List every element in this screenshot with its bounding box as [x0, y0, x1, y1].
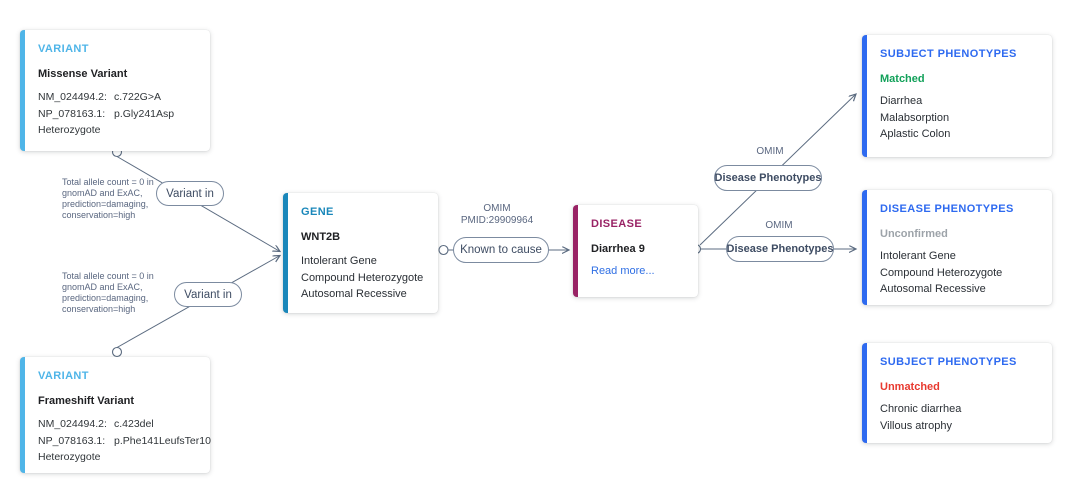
- zygosity-label: Heterozygote: [38, 451, 101, 463]
- protein-change: p.Gly241Asp: [114, 107, 175, 120]
- cdna-change: c.722G>A: [114, 91, 161, 103]
- node-subject-phenotypes-matched[interactable]: SUBJECT PHENOTYPES Matched Diarrhea Mala…: [862, 35, 1052, 157]
- phenotype-item: Aplastic Colon: [880, 128, 951, 140]
- match-status-badge: Unconfirmed: [880, 228, 948, 240]
- edge-annotation-bottom: Total allele count = 0 in gnomAD and ExA…: [62, 271, 154, 314]
- gene-tag: Autosomal Recessive: [301, 288, 407, 300]
- node-variant-frameshift[interactable]: VARIANT Frameshift Variant NM_024494.2: …: [20, 357, 211, 473]
- phenotype-item: Compound Heterozygote: [880, 266, 1003, 279]
- transcript-id: NM_024494.2:: [38, 418, 107, 430]
- node-disease-phenotypes[interactable]: DISEASE PHENOTYPES Unconfirmed Intoleran…: [862, 190, 1052, 305]
- edge-label-variant-in-top: Variant in: [156, 181, 224, 206]
- phenotype-item: Malabsorption: [880, 111, 950, 124]
- node-type-label: VARIANT: [38, 43, 89, 55]
- edge-source-disease-phenotypes-top: OMIM: [756, 146, 784, 157]
- phenotype-item: Intolerant Gene: [880, 250, 956, 262]
- protein-id: NP_078163.1:: [38, 107, 106, 120]
- edge-label-disease-phenotypes-bottom: Disease Phenotypes: [726, 236, 834, 262]
- variant-title: Frameshift Variant: [38, 395, 134, 407]
- transcript-row: NM_024494.2: c.423del: [38, 416, 202, 433]
- node-type-label: DISEASE PHENOTYPES: [880, 203, 1014, 215]
- edge-label-variant-in-bottom: Variant in: [174, 282, 242, 307]
- variant-title: Missense Variant: [38, 68, 128, 80]
- node-type-label: GENE: [301, 206, 334, 218]
- edge-source-disease-phenotypes-bottom: OMIM: [765, 220, 793, 231]
- node-type-label: DISEASE: [591, 218, 643, 230]
- node-disease[interactable]: DISEASE Diarrhea 9 Read more...: [573, 205, 698, 297]
- protein-row: NP_078163.1: p.Gly241Asp: [38, 106, 202, 123]
- phenotype-item: Chronic diarrhea: [880, 403, 962, 415]
- edge-label-disease-phenotypes-top: Disease Phenotypes: [714, 165, 822, 191]
- cdna-change: c.423del: [114, 418, 154, 430]
- gene-tag: Intolerant Gene: [301, 255, 377, 267]
- match-status-badge: Matched: [880, 73, 925, 85]
- transcript-row: NM_024494.2: c.722G>A: [38, 89, 202, 106]
- protein-row: NP_078163.1: p.Phe141LeufsTer10: [38, 433, 211, 450]
- edge-annotation-top: Total allele count = 0 in gnomAD and ExA…: [62, 177, 154, 220]
- omim-label: OMIM: [483, 203, 511, 214]
- match-status-badge: Unmatched: [880, 381, 940, 393]
- pmid-label: PMID:29909964: [460, 215, 534, 226]
- phenotype-item: Autosomal Recessive: [880, 283, 986, 295]
- node-type-label: SUBJECT PHENOTYPES: [880, 356, 1017, 368]
- edge-source-known-to-cause: OMIM PMID:29909964: [437, 203, 557, 227]
- phenotype-item: Diarrhea: [880, 95, 923, 107]
- connector-gene: [438, 244, 449, 256]
- disease-name: Diarrhea 9: [591, 243, 645, 255]
- gene-tag: Compound Heterozygote: [301, 271, 424, 284]
- node-variant-missense[interactable]: VARIANT Missense Variant NM_024494.2: c.…: [20, 30, 210, 151]
- node-type-label: SUBJECT PHENOTYPES: [880, 48, 1017, 60]
- protein-change: p.Phe141LeufsTer10: [114, 434, 211, 447]
- connector-variant-bottom: [111, 346, 123, 358]
- read-more-link[interactable]: Read more...: [591, 265, 655, 277]
- phenotype-item: Villous atrophy: [880, 419, 952, 432]
- node-type-label: VARIANT: [38, 370, 89, 382]
- node-gene[interactable]: GENE WNT2B Intolerant Gene Compound Hete…: [283, 193, 438, 313]
- node-subject-phenotypes-unmatched[interactable]: SUBJECT PHENOTYPES Unmatched Chronic dia…: [862, 343, 1052, 443]
- gene-symbol: WNT2B: [301, 231, 341, 243]
- protein-id: NP_078163.1:: [38, 434, 106, 447]
- edge-label-known-to-cause: Known to cause: [453, 237, 549, 263]
- zygosity-label: Heterozygote: [38, 124, 101, 136]
- transcript-id: NM_024494.2:: [38, 91, 107, 103]
